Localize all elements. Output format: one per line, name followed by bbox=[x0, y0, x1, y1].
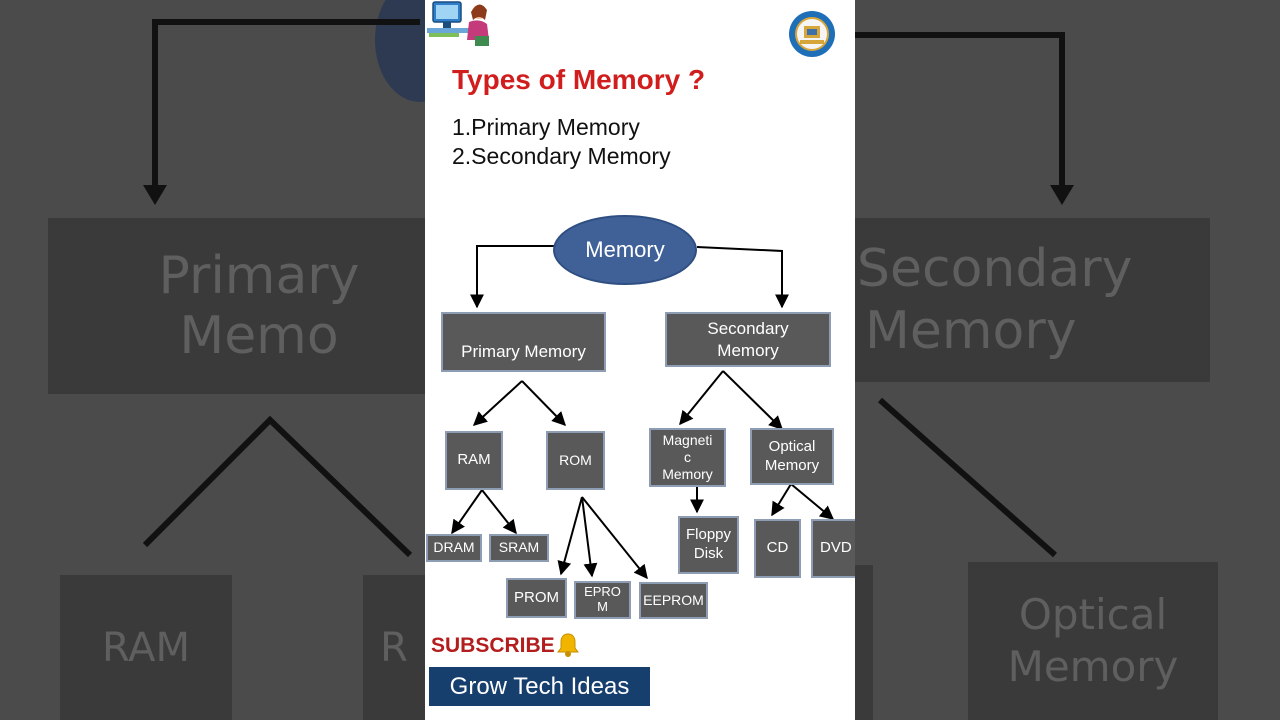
magnetic-memory-node: Magneti c Memory bbox=[649, 428, 726, 487]
connector-secondary-optical bbox=[722, 370, 783, 430]
background-ram-box: RAM bbox=[60, 575, 232, 720]
background-arrow-right bbox=[855, 32, 1065, 190]
sram-node: SRAM bbox=[489, 534, 549, 562]
connector-optical-cd bbox=[771, 483, 792, 517]
optical-memory-node: Optical Memory bbox=[750, 428, 834, 485]
connector-root-secondary bbox=[696, 246, 789, 309]
connector-primary-rom bbox=[521, 380, 566, 427]
rom-node: ROM bbox=[546, 431, 605, 490]
ram-node: RAM bbox=[445, 431, 503, 490]
bell-icon[interactable] bbox=[555, 632, 581, 658]
background-rom-box: R bbox=[363, 575, 425, 720]
connector-ram-dram bbox=[451, 489, 483, 535]
eeprom-node: EEPROM bbox=[639, 582, 708, 619]
cd-node: CD bbox=[754, 519, 801, 578]
secondary-memory-node: Secondary Memory bbox=[665, 312, 831, 367]
background-arrowhead-left bbox=[143, 185, 167, 205]
connector-optical-dvd bbox=[790, 483, 835, 520]
eprom-node: EPRO M bbox=[574, 581, 631, 619]
background-arrowhead-right bbox=[1050, 185, 1074, 205]
list-item-secondary: 2.Secondary Memory bbox=[452, 143, 671, 169]
primary-memory-node: Primary Memory bbox=[441, 312, 606, 372]
connector-ram-sram bbox=[481, 489, 517, 535]
background-primary-box: Primary Memo bbox=[48, 218, 428, 394]
list-item-primary: 1.Primary Memory bbox=[452, 114, 640, 140]
background-branch-left bbox=[142, 415, 413, 558]
prom-node: PROM bbox=[506, 578, 567, 618]
floppy-disk-node: Floppy Disk bbox=[678, 516, 739, 574]
connector-root-primary bbox=[470, 245, 555, 309]
channel-badge-icon bbox=[789, 11, 835, 57]
connector-primary-ram bbox=[472, 380, 523, 426]
subscribe-label[interactable]: SUBSCRIBE bbox=[431, 634, 555, 657]
computer-user-logo-icon bbox=[427, 1, 489, 46]
channel-name-banner: Grow Tech Ideas bbox=[429, 667, 650, 706]
connector-rom-eeprom bbox=[581, 496, 648, 580]
background-dvd-box bbox=[855, 565, 873, 720]
content-panel: Types of Memory ? 1.Primary Memory 2.Sec… bbox=[425, 0, 855, 720]
connector-secondary-magnetic bbox=[679, 370, 724, 426]
background-secondary-box: Secondary Memory bbox=[855, 218, 1210, 382]
connector-rom-eprom bbox=[581, 496, 598, 578]
dram-node: DRAM bbox=[426, 534, 482, 562]
diagram-connectors bbox=[451, 245, 835, 580]
page-title: Types of Memory ? bbox=[452, 64, 706, 95]
dvd-node: DVD bbox=[811, 519, 855, 578]
background-branch-right bbox=[878, 397, 1057, 558]
connector-rom-prom bbox=[557, 496, 583, 576]
background-optical-box: Optical Memory bbox=[968, 562, 1218, 720]
memory-root-node: Memory bbox=[553, 215, 697, 285]
background-arrow-left bbox=[152, 19, 420, 190]
